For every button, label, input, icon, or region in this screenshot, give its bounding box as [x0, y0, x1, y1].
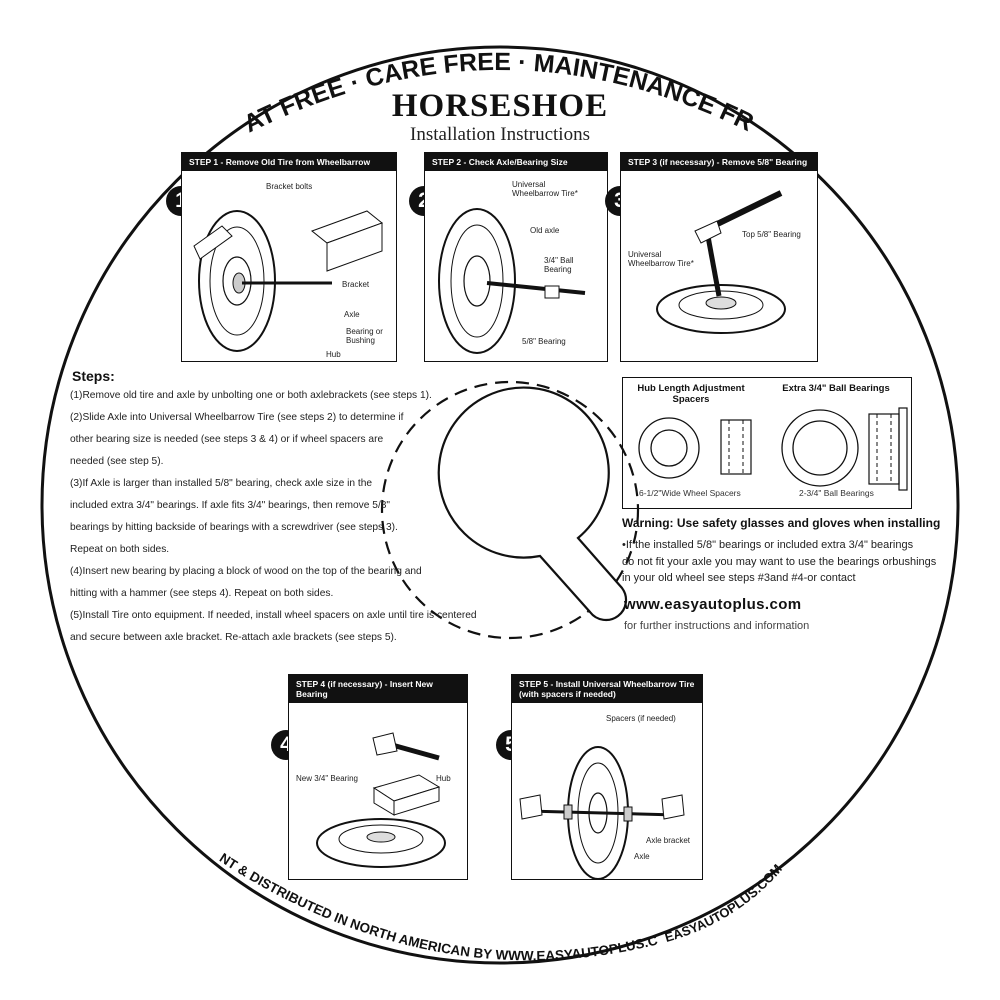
step-2-callout-5-8-bearing: 5/8" Bearing [522, 337, 566, 346]
steps-line: (1)Remove old tire and axle by unbolting… [70, 390, 432, 401]
bearings-caption: 2-3/4" Ball Bearings [799, 488, 874, 498]
step-3-panel: STEP 3 (if necessary) - Remove 5/8" Bear… [620, 152, 818, 362]
step-1-panel: STEP 1 - Remove Old Tire from Wheelbarro… [181, 152, 397, 362]
step-3-heading: STEP 3 (if necessary) - Remove 5/8" Bear… [621, 153, 817, 172]
step-3-callout-universal-tire: Universal Wheelbarrow Tire* [628, 250, 694, 269]
step-5-illustration [519, 746, 685, 879]
warning-line: do not fit your axle you may want to use… [622, 555, 937, 568]
steps-line: other bearing size is needed (see steps … [70, 434, 384, 445]
step-1-callout-hub: Hub [326, 350, 341, 359]
steps-line: needed (see step 5). [70, 456, 164, 467]
dashed-hub-ring [380, 380, 640, 640]
spacers-caption: 6-1/2"Wide Wheel Spacers [639, 488, 741, 498]
center-cutout [437, 386, 628, 622]
bearings-label: Extra 3/4" Ball Bearings [782, 383, 890, 394]
steps-line: and secure between axle bracket. Re-atta… [70, 632, 397, 643]
steps-line: (2)Slide Axle into Universal Wheelbarrow… [70, 412, 404, 423]
step-4-panel: STEP 4 (if necessary) - Insert New Beari… [288, 674, 468, 880]
brand-title: HORSESHOE [391, 88, 609, 124]
step-1-callout-bracket: Bracket [342, 280, 370, 289]
step-1-callout-axle: Axle [344, 310, 360, 319]
step-1-illustration [193, 210, 384, 353]
step-4-callout-hub: Hub [436, 774, 451, 783]
step-4-heading: STEP 4 (if necessary) - Insert New Beari… [289, 675, 467, 704]
steps-list: (1)Remove old tire and axle by unbolting… [70, 385, 660, 649]
step-2-callout-ball-bearing: 3/4" Ball Bearing [544, 256, 574, 275]
step-4-illustration [316, 732, 446, 869]
step-2-illustration [438, 208, 586, 355]
warning-line: in your old wheel see steps #3and #4-or … [622, 572, 856, 584]
warning-line: •If the installed 5/8" bearings or inclu… [622, 539, 914, 551]
step-5-callout-axle: Axle [634, 852, 650, 861]
step-5-callout-axle-bracket: Axle bracket [646, 836, 691, 845]
steps-line: included extra 3/4" bearings. If axle fi… [70, 500, 391, 511]
steps-line: (5)Install Tire onto equipment. If neede… [70, 610, 477, 621]
step-1-callout-bearing: Bearing or Bushing [346, 327, 383, 346]
step-2-panel: STEP 2 - Check Axle/Bearing Size [424, 152, 608, 362]
steps-title: Steps: [72, 368, 115, 384]
steps-line: Repeat on both sides. [70, 544, 170, 555]
step-2-callout-old-axle: Old axle [530, 226, 560, 235]
website-link[interactable]: www.easyautoplus.com [624, 596, 802, 613]
accessories-panel: Hub Length Adjustment Spacers Extra 3/4"… [622, 377, 912, 509]
warning-body: •If the installed 5/8" bearings or inclu… [622, 537, 952, 587]
accessories-illustration [638, 407, 908, 491]
step-2-callout-universal-tire: Universal Wheelbarrow Tire* [512, 180, 578, 199]
step-3-illustration [656, 190, 786, 335]
step-3-callout-top-bearing: Top 5/8" Bearing [742, 230, 801, 239]
brand-subtitle: Installation Instructions [410, 124, 590, 145]
steps-line: bearings by hitting backside of bearings… [70, 522, 398, 533]
step-1-callout-bracket-bolts: Bracket bolts [266, 182, 313, 191]
steps-line: hitting with a hammer (see steps 4). Rep… [70, 588, 334, 599]
step-2-heading: STEP 2 - Check Axle/Bearing Size [425, 153, 607, 172]
step-5-heading: STEP 5 - Install Universal Wheelbarrow T… [512, 675, 702, 704]
steps-line: (3)If Axle is larger than installed 5/8"… [70, 478, 373, 489]
step-5-callout-spacers: Spacers (if needed) [606, 714, 676, 723]
step-1-heading: STEP 1 - Remove Old Tire from Wheelbarro… [182, 153, 396, 172]
warning-title: Warning: Use safety glasses and gloves w… [622, 516, 941, 530]
website-subtext: for further instructions and information [624, 620, 810, 632]
step-5-panel: STEP 5 - Install Universal Wheelbarrow T… [511, 674, 703, 880]
spacers-label: Hub Length Adjustment Spacers [637, 383, 745, 405]
step-4-callout-new-bearing: New 3/4" Bearing [296, 774, 358, 783]
steps-line: (4)Insert new bearing by placing a block… [70, 566, 422, 577]
